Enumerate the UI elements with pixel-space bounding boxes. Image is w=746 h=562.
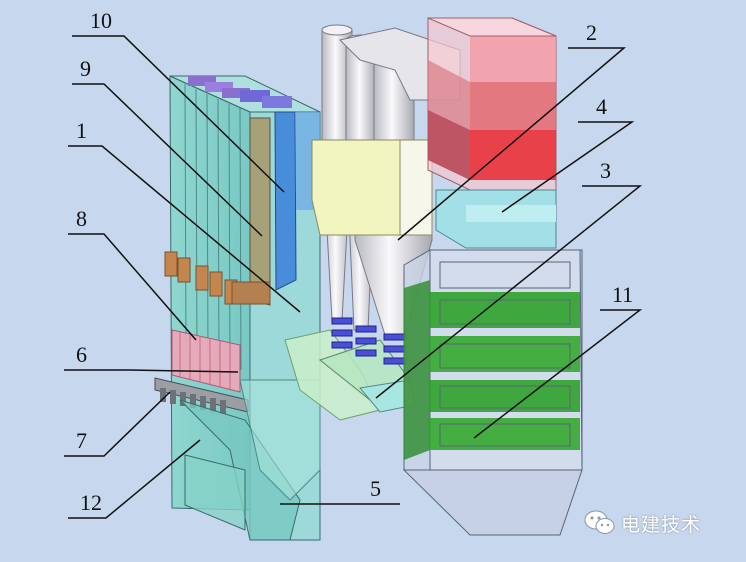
air-preheater	[402, 249, 583, 536]
wechat-icon	[584, 510, 615, 534]
callout-3: 3	[600, 158, 611, 183]
pink-tube-bank	[171, 329, 241, 393]
callout-8: 8	[76, 206, 87, 231]
watermark-text: 电建技术	[621, 514, 702, 536]
callout-5: 5	[370, 476, 381, 501]
callout-2: 2	[586, 20, 597, 45]
callout-11: 11	[612, 282, 633, 307]
callout-10: 10	[90, 8, 112, 33]
top-headers	[188, 76, 292, 108]
lower-furnace-hopper	[179, 379, 321, 541]
callout-labels: 10 9 1 8 6 7 12 2 4 3 11 5	[76, 8, 633, 515]
high-temp-superheater-panel	[274, 111, 297, 291]
platen-superheater-panel	[249, 117, 271, 306]
nozzle-row	[160, 388, 226, 414]
callout-4: 4	[596, 94, 607, 119]
callout-9: 9	[80, 56, 91, 81]
side-headers	[164, 251, 271, 305]
return-leg-ducts	[284, 329, 416, 421]
callout-6: 6	[76, 342, 87, 367]
callout-7: 7	[76, 428, 87, 453]
leader-lines	[64, 35, 643, 519]
loop-seal-rings	[331, 317, 407, 365]
economizer-block	[427, 17, 557, 191]
callout-1: 1	[76, 118, 87, 143]
callout-12: 12	[80, 490, 102, 515]
